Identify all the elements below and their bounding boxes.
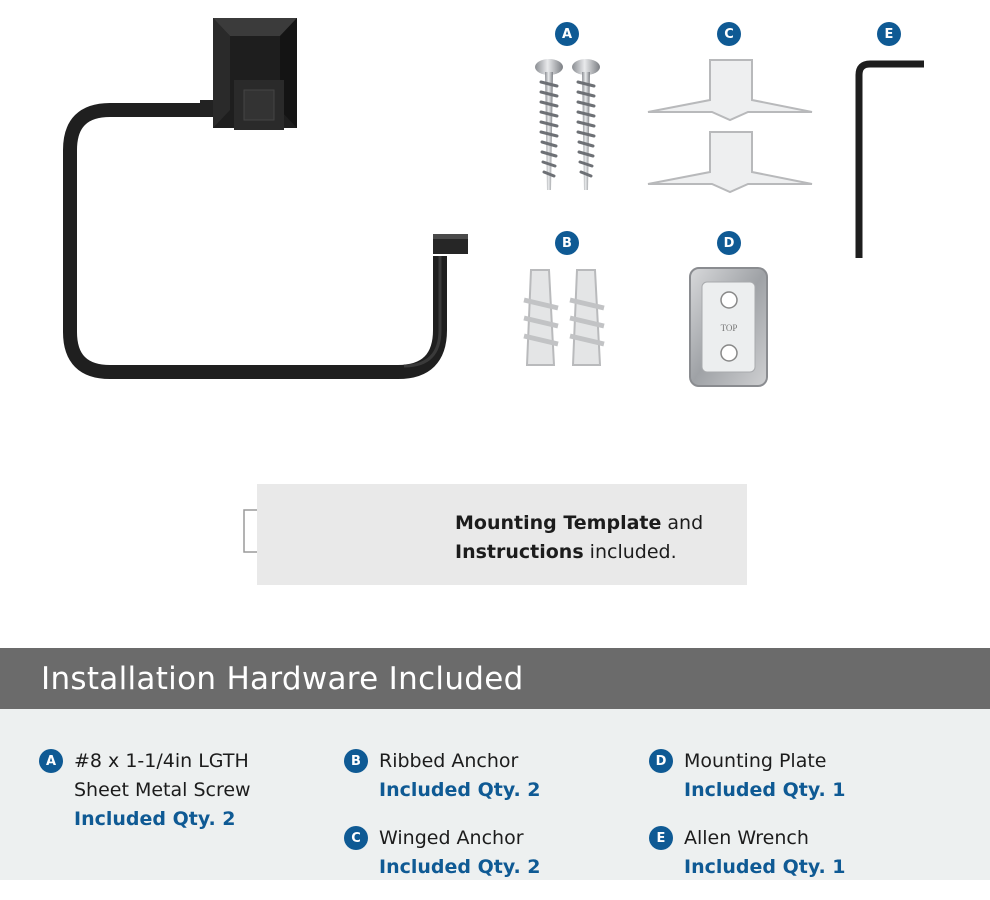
hardware-item-a: A #8 x 1-1/4in LGTH Sheet Metal Screw In… [39, 747, 251, 834]
hardware-badge-b: B [344, 749, 368, 773]
template-bold-2: Instructions [455, 541, 584, 563]
hardware-item-e: E Allen Wrench Included Qty. 1 [649, 824, 846, 882]
hardware-name-e: Allen Wrench [684, 827, 809, 849]
allen-wrench-image [855, 60, 924, 258]
badge-c: C [717, 22, 741, 46]
template-note-box: Mounting Template and Instructions inclu… [257, 484, 747, 585]
template-note-text: Mounting Template and Instructions inclu… [455, 509, 703, 567]
hardware-qty-a: Included Qty. 2 [74, 808, 236, 830]
template-text-2: included. [583, 541, 677, 563]
hardware-item-c: C Winged Anchor Included Qty. 2 [344, 824, 541, 882]
badge-d: D [717, 231, 741, 255]
plate-marking: TOP [721, 323, 738, 333]
winged-anchor-image [647, 59, 813, 194]
hardware-name-a-line1: #8 x 1-1/4in LGTH [74, 750, 249, 772]
hardware-badge-d: D [649, 749, 673, 773]
hardware-name-c: Winged Anchor [379, 827, 524, 849]
badge-b: B [555, 231, 579, 255]
section-title: Installation Hardware Included [41, 661, 524, 697]
hardware-name-a-line2: Sheet Metal Screw [74, 779, 251, 801]
hardware-list: A #8 x 1-1/4in LGTH Sheet Metal Screw In… [0, 709, 990, 880]
hardware-qty-d: Included Qty. 1 [684, 779, 846, 801]
section-banner: Installation Hardware Included [0, 648, 990, 709]
towel-ring-image [63, 18, 468, 379]
hardware-badge-c: C [344, 826, 368, 850]
sheet-metal-screw-image [535, 59, 600, 190]
template-bold-1: Mounting Template [455, 512, 662, 534]
hardware-qty-c: Included Qty. 2 [379, 856, 541, 878]
hardware-item-d: D Mounting Plate Included Qty. 1 [649, 747, 846, 805]
ribbed-anchor-image [523, 269, 605, 366]
hardware-name-d: Mounting Plate [684, 750, 827, 772]
hardware-qty-b: Included Qty. 2 [379, 779, 541, 801]
template-text-1: and [661, 512, 704, 534]
hardware-item-b: B Ribbed Anchor Included Qty. 2 [344, 747, 541, 805]
hardware-name-b: Ribbed Anchor [379, 750, 519, 772]
hardware-badge-e: E [649, 826, 673, 850]
mounting-plate-image: TOP [689, 267, 768, 387]
badge-e: E [877, 22, 901, 46]
hardware-qty-e: Included Qty. 1 [684, 856, 846, 878]
hardware-badge-a: A [39, 749, 63, 773]
badge-a: A [555, 22, 579, 46]
